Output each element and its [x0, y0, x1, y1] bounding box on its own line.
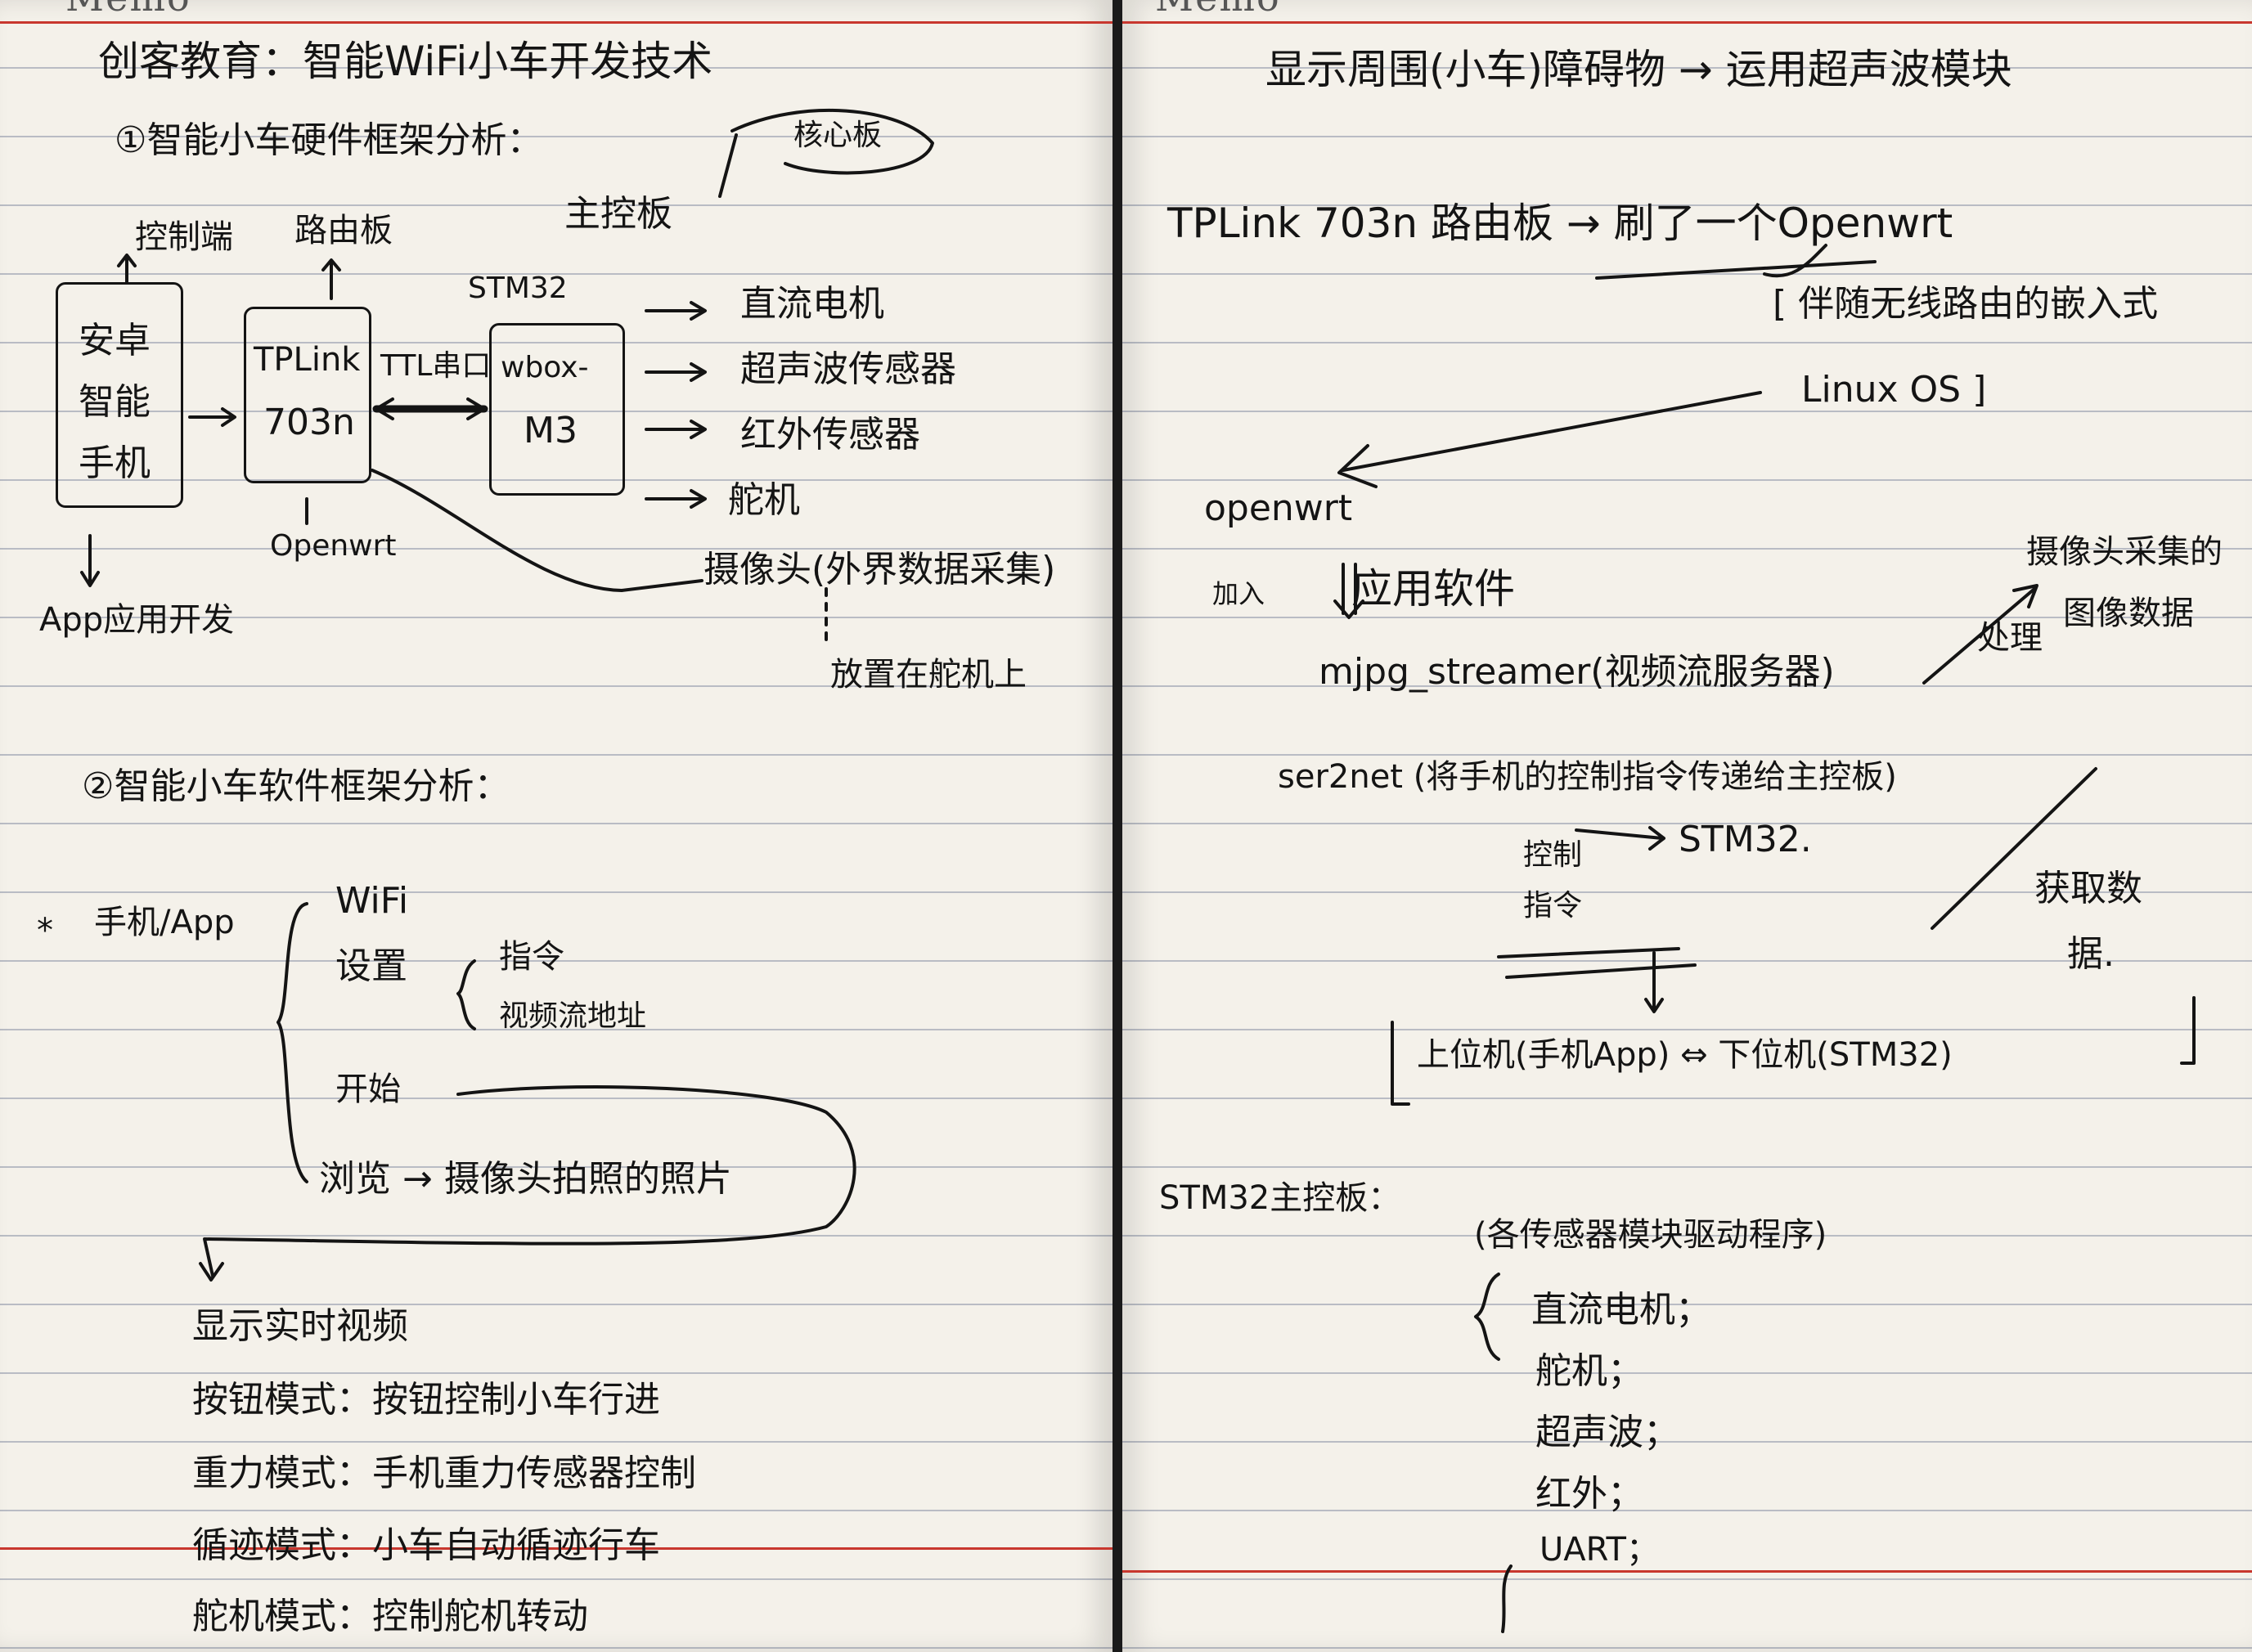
openwrt-label: openwrt — [1204, 487, 1353, 529]
app-item-browse: 浏览 → 摄像头拍照的照片 — [319, 1158, 732, 1200]
stm32-section-title: STM32主控板： — [1159, 1179, 1401, 1217]
section2-title: ②智能小车软件框架分析： — [82, 765, 510, 807]
process-label: 处理 — [1977, 619, 2043, 657]
peripheral-servo: 舵机 — [728, 479, 800, 521]
ttl-label: TTL串口 — [380, 349, 492, 383]
camera-mount-note: 放置在舵机上 — [830, 656, 1027, 694]
mjpg-line: mjpg_streamer(视频流服务器) — [1319, 651, 1835, 693]
obstacle-line: 显示周围(小车)障碍物 → 运用超声波模块 — [1265, 46, 2012, 93]
software-label: 应用软件 — [1351, 565, 1515, 613]
tplink-label-1: TPLink — [254, 341, 361, 379]
phone-label-3: 手机 — [79, 442, 151, 484]
section1-title: ①智能小车硬件框架分析： — [115, 119, 543, 161]
page-title: 创客教育：智能WiFi小车开发技术 — [98, 38, 713, 85]
note-embedded: [ 伴随无线路由的嵌入式 — [1773, 283, 2159, 325]
stm32-target: STM32. — [1679, 819, 1812, 860]
peripheral-ultrasonic: 超声波传感器 — [740, 348, 956, 390]
stm32-item-infrared: 红外； — [1535, 1473, 1643, 1515]
bottom-red-rule — [1122, 1570, 2252, 1573]
peripheral-dc-motor: 直流电机 — [740, 283, 884, 325]
mode-gravity: 重力模式：手机重力传感器控制 — [192, 1452, 696, 1494]
star-mark: * — [37, 912, 53, 949]
stm32-item-ultrasonic: 超声波； — [1535, 1412, 1679, 1453]
phone-label-1: 安卓 — [79, 320, 151, 361]
app-item-settings: 设置 — [335, 945, 407, 987]
upper-lower-line: 上位机(手机App) ⇔ 下位机(STM32) — [1417, 1036, 1953, 1074]
memo-header: Memo — [1155, 0, 1281, 20]
mcu-label-1: wbox- — [501, 351, 589, 384]
control-cmd-2: 指令 — [1523, 889, 1583, 923]
settings-item-stream-url: 视频流地址 — [499, 999, 647, 1033]
app-dev-label: App应用开发 — [39, 601, 235, 639]
stm32-item-uart: UART； — [1540, 1531, 1659, 1569]
app-label: 手机/App — [94, 904, 235, 941]
peripheral-camera: 摄像头(外界数据采集) — [703, 549, 1056, 590]
mode-realtime-video: 显示实时视频 — [192, 1305, 408, 1347]
get-data-1: 获取数 — [2034, 868, 2142, 909]
main-control-board-label: 主控板 — [564, 193, 672, 235]
stm32-label: STM32 — [468, 272, 568, 305]
mode-servo: 舵机模式：控制舵机转动 — [192, 1596, 588, 1637]
peripheral-infrared: 红外传感器 — [740, 414, 920, 456]
stm32-section-sub: (各传感器模块驱动程序) — [1474, 1216, 1827, 1254]
core-board-label: 核心板 — [793, 119, 883, 152]
control-end-label: 控制端 — [135, 218, 233, 256]
top-red-rule — [0, 21, 1113, 24]
mode-tracking: 循迹模式：小车自动循迹行车 — [192, 1524, 660, 1566]
tplink-label-2: 703n — [263, 402, 355, 443]
bottom-red-rule — [0, 1547, 1113, 1550]
ser2net-line: ser2net (将手机的控制指令传递给主控板) — [1278, 758, 1897, 796]
top-red-rule — [1122, 21, 2252, 24]
camera-data-note-2: 图像数据 — [2063, 595, 2194, 632]
right-notebook-page: Memo 显示周围(小车)障碍物 → 运用超声波模块 TPLink 703n 路… — [1122, 0, 2252, 1652]
camera-data-note-1: 摄像头采集的 — [2026, 533, 2223, 571]
settings-item-command: 指令 — [499, 938, 564, 976]
note-linux: Linux OS ] — [1801, 369, 1987, 411]
router-label: 路由板 — [294, 212, 393, 249]
get-data-2: 据. — [2067, 933, 2115, 975]
tplink-box — [244, 307, 371, 483]
add-label: 加入 — [1212, 578, 1265, 609]
left-notebook-page: Memo 创客教育：智能WiFi小车开发技术 ①智能小车硬件框架分析： 核心板 … — [0, 0, 1113, 1652]
mcu-label-2: M3 — [524, 410, 578, 451]
control-cmd-1: 控制 — [1523, 838, 1583, 872]
memo-header: Memo — [65, 0, 191, 20]
phone-box — [56, 282, 183, 508]
tplink-line: TPLink 703n 路由板 → 刷了一个Openwrt — [1167, 200, 1953, 247]
openwrt-label: Openwrt — [270, 529, 397, 563]
app-item-wifi: WiFi — [335, 880, 409, 922]
mode-button: 按钮模式：按钮控制小车行进 — [192, 1379, 660, 1421]
stm32-item-dc-motor: 直流电机； — [1531, 1289, 1711, 1331]
phone-label-2: 智能 — [79, 381, 151, 423]
stm32-item-servo: 舵机； — [1535, 1350, 1643, 1392]
app-item-start: 开始 — [335, 1071, 401, 1108]
